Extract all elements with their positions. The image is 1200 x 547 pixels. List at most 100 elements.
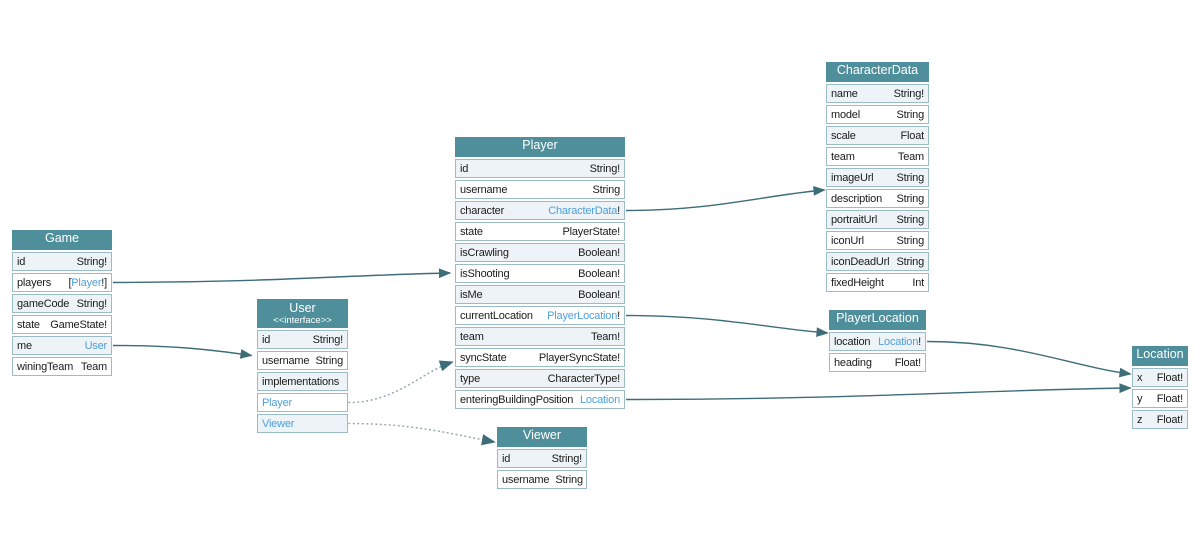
type-text: String	[896, 108, 924, 121]
implementation-link[interactable]: Player	[262, 396, 292, 409]
field-name: character	[460, 204, 505, 217]
field-name: z	[1137, 413, 1143, 426]
field-row-implementations[interactable]: implementations	[257, 372, 348, 391]
type-node-header[interactable]: Location	[1132, 346, 1188, 366]
field-name: username	[502, 473, 550, 486]
type-link[interactable]: Location	[580, 393, 620, 406]
type-text: String!	[76, 255, 108, 268]
type-text: String!	[312, 333, 344, 346]
field-row-username[interactable]: username String	[455, 180, 625, 199]
field-name: username	[460, 183, 508, 196]
field-name: implementations	[262, 375, 340, 388]
type-link[interactable]: CharacterData	[548, 204, 618, 217]
type-text: CharacterType!	[547, 372, 621, 385]
type-text: String	[592, 183, 620, 196]
field-name: team	[460, 330, 484, 343]
field-row-id[interactable]: id String!	[497, 449, 587, 468]
type-node-header[interactable]: Viewer	[497, 427, 587, 447]
field-name: y	[1137, 392, 1143, 405]
field-name: isShooting	[460, 267, 510, 280]
field-name: scale	[831, 129, 856, 142]
edge-player.character-to-characterData	[625, 186, 826, 212]
field-name: id	[502, 452, 511, 465]
field-row-z[interactable]: z Float!	[1132, 410, 1188, 429]
type-node-header[interactable]: Player	[455, 137, 625, 157]
field-type: String!	[590, 163, 621, 175]
type-link[interactable]: Location	[878, 335, 919, 348]
type-node-header[interactable]: Game	[12, 230, 112, 250]
type-subtitle: <<interface>>	[273, 315, 332, 326]
field-type: String!	[894, 88, 925, 100]
type-text: String!	[76, 297, 108, 310]
field-row-model[interactable]: model String	[826, 105, 929, 124]
field-name: model	[831, 108, 860, 121]
type-text: Float!	[1156, 413, 1184, 426]
field-type: Float!	[895, 357, 922, 369]
type-node-header[interactable]: PlayerLocation	[829, 310, 926, 330]
field-type: Location!	[878, 336, 921, 348]
implementation-link[interactable]: Viewer	[262, 417, 295, 430]
field-row-y[interactable]: y Float!	[1132, 389, 1188, 408]
type-node-header[interactable]: User<<interface>>	[257, 299, 348, 328]
field-row-location[interactable]: location Location!	[829, 332, 926, 351]
type-text: Team	[80, 360, 107, 373]
type-text: GameState!	[50, 318, 107, 331]
type-text: [	[68, 276, 72, 289]
field-name: syncState	[460, 351, 507, 364]
type-node-header[interactable]: CharacterData	[826, 62, 929, 82]
field-type: Boolean!	[578, 289, 620, 301]
field-type: Float!	[1156, 413, 1184, 426]
type-text: String	[315, 354, 343, 367]
type-link[interactable]: PlayerLocation	[547, 309, 618, 322]
type-text: String	[896, 213, 924, 226]
type-text: !	[617, 309, 620, 322]
type-link[interactable]: Player	[71, 276, 102, 289]
field-type: Float!	[1157, 393, 1184, 405]
type-link[interactable]: User	[84, 339, 108, 352]
field-row-players[interactable]: players[Player!]	[12, 273, 112, 292]
field-type: String!	[552, 453, 583, 465]
field-row-Viewer[interactable]: Viewer	[257, 414, 348, 433]
type-text: !	[918, 335, 921, 348]
edge-player.currentLocation-to-playerLocation	[625, 314, 829, 337]
type-title: PlayerLocation	[836, 311, 919, 325]
field-name: location	[834, 335, 871, 348]
field-type: User	[84, 339, 108, 352]
field-type: Int	[912, 277, 924, 289]
field-type: String	[896, 109, 924, 121]
field-row-Player[interactable]: Player	[257, 393, 348, 412]
field-name: iconDeadUrl	[831, 255, 890, 268]
field-type: String!	[312, 333, 344, 346]
